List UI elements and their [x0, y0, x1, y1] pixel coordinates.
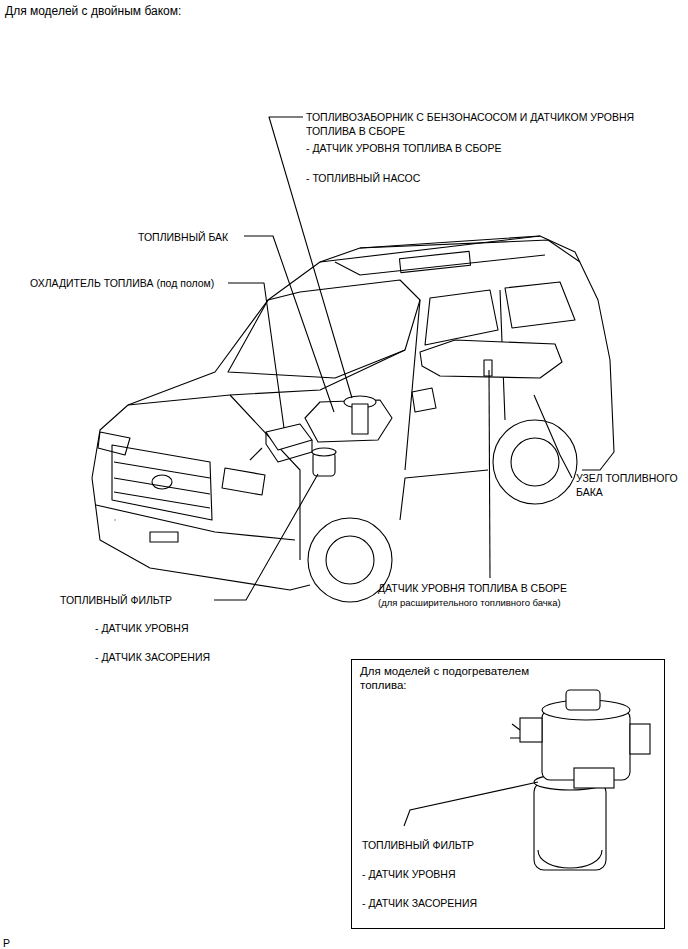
inset-heading: Для моделей с подогревателем топлива: [360, 664, 540, 692]
fuel-filter-illustration [352, 660, 666, 930]
part-label: ТОПЛИВНЫЙ БАК [138, 230, 228, 244]
diagram-title: Для моделей с двойным баком: [5, 4, 181, 18]
part-label: - ТОПЛИВНЫЙ НАСОС [306, 171, 420, 185]
part-label: (для расширительного топливного бачка) [378, 596, 561, 610]
part-label: ОХЛАДИТЕЛЬ ТОПЛИВА (под полом) [30, 276, 214, 290]
page-code: P [3, 936, 10, 949]
part-label: - ДАТЧИК УРОВНЯ [95, 621, 188, 635]
part-label: ТОПЛИВНЫЙ ФИЛЬТР [362, 838, 474, 852]
part-label: - ДАТЧИК УРОВНЯ ТОПЛИВА В СБОРЕ [306, 141, 502, 155]
part-label: - ДАТЧИК ЗАСОРЕНИЯ [95, 650, 210, 664]
part-label: ТОПЛИВОЗАБОРНИК С БЕНЗОНАСОСОМ И ДАТЧИКО… [306, 110, 678, 138]
part-label: ДАТЧИК УРОВНЯ ТОПЛИВА В СБОРЕ [378, 581, 567, 595]
part-label: УЗЕЛ ТОПЛИВНОГО БАКА [576, 471, 684, 499]
part-label: ТОПЛИВНЫЙ ФИЛЬТР [60, 593, 172, 607]
inset-box: Для моделей с подогревателем топлива: ТОП… [351, 659, 665, 929]
part-label: - ДАТЧИК ЗАСОРЕНИЯ [362, 896, 477, 910]
part-label: - ДАТЧИК УРОВНЯ [362, 867, 455, 881]
